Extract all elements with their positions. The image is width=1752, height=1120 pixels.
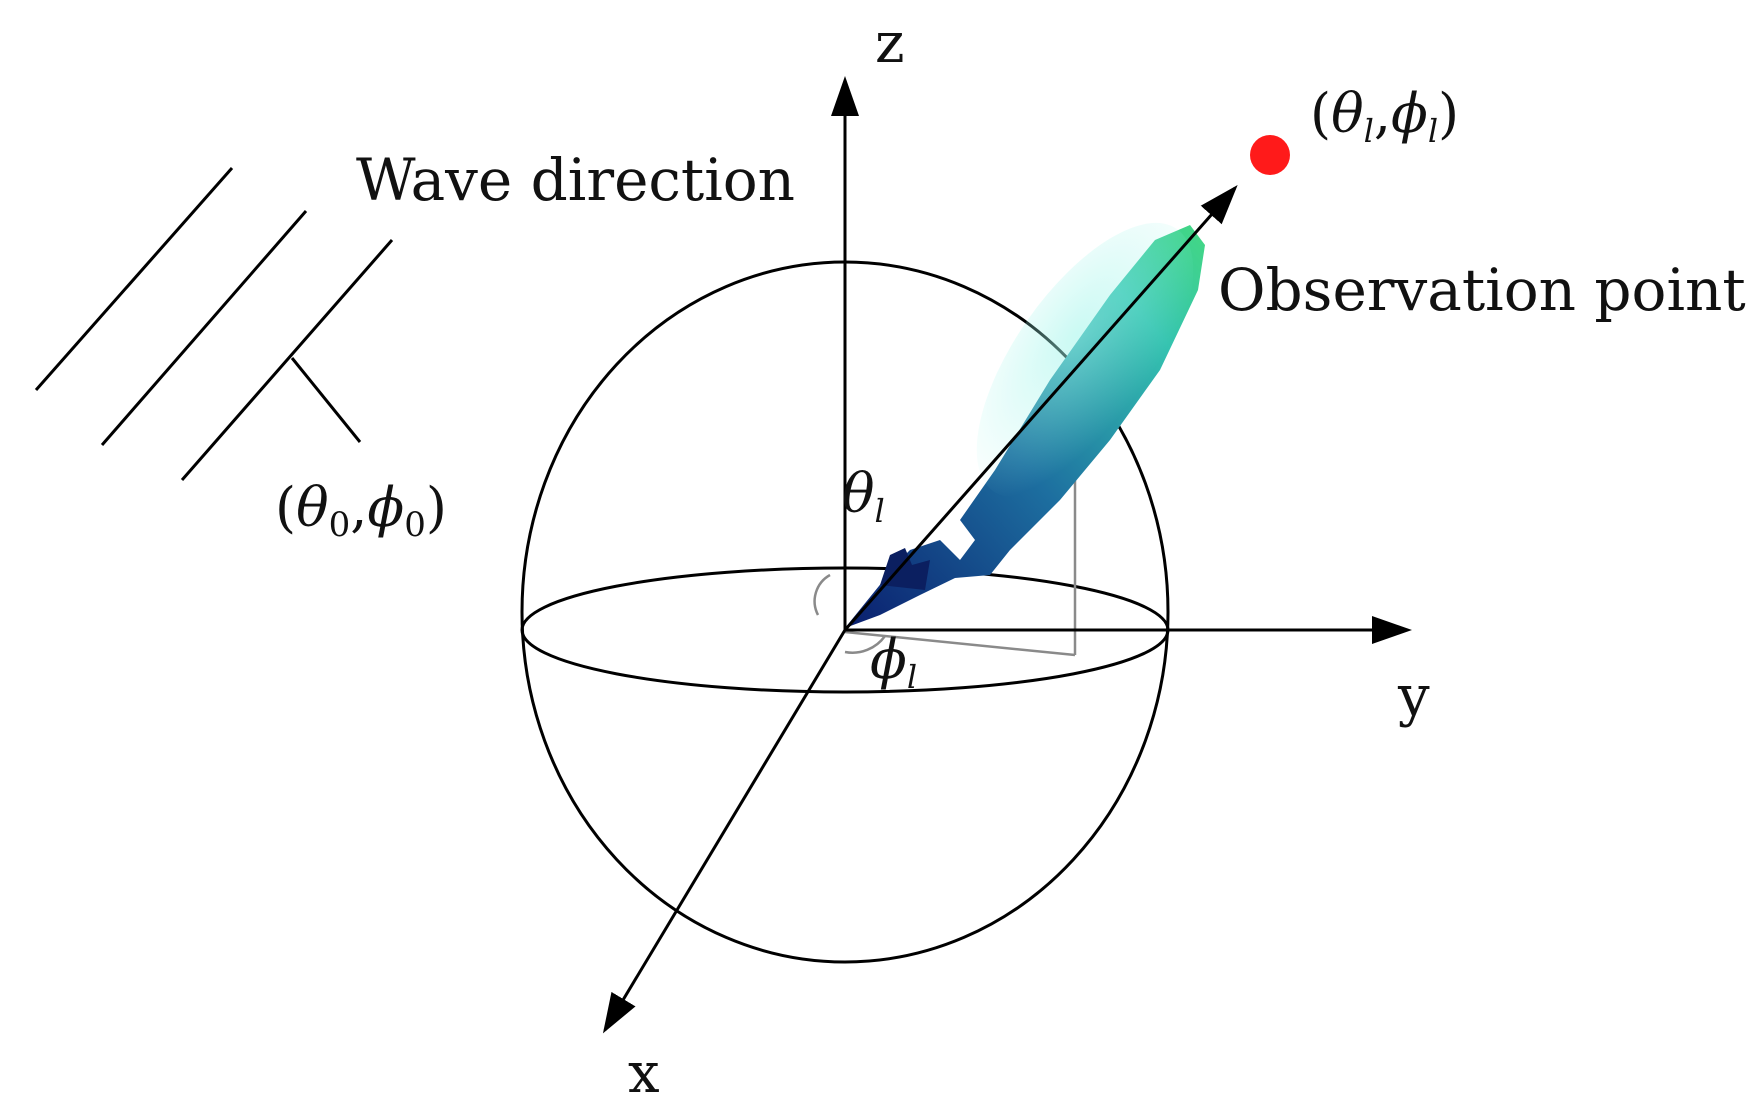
obs-phi-symbol: ϕ	[1391, 82, 1428, 145]
y-axis-label: y	[1397, 664, 1430, 729]
wave-front-line-2	[100, 210, 308, 446]
projection-horizontal	[844, 630, 1076, 657]
phi-arc	[844, 635, 887, 654]
x-axis-label: x	[628, 1041, 660, 1106]
obs-theta-symbol: θ	[1331, 82, 1364, 145]
wave-normal-line	[290, 357, 362, 443]
observation-angle-label: (θl,ϕl)	[1310, 82, 1459, 150]
z-axis-label: z	[875, 11, 905, 76]
phi-subscript: l	[907, 658, 917, 696]
wave-theta-symbol: θ	[296, 476, 329, 539]
side-lobes	[880, 548, 930, 590]
theta-arc	[813, 573, 831, 616]
phi-symbol: ϕ	[870, 628, 907, 691]
wave-fronts	[34, 167, 394, 481]
wave-front-line-1	[34, 167, 234, 391]
x-axis	[602, 629, 847, 1034]
wave-phi-subscript: 0	[404, 505, 426, 545]
obs-theta-subscript: l	[1364, 112, 1374, 150]
projection-lines	[813, 365, 1077, 657]
observation-direction-arrow	[843, 185, 1238, 631]
observation-point-label: Observation point	[1218, 256, 1746, 324]
theta-subscript: l	[875, 492, 885, 530]
obs-phi-subscript: l	[1428, 112, 1438, 150]
axes	[602, 76, 1412, 1034]
wave-theta-subscript: 0	[329, 505, 351, 545]
theta-symbol: θ	[842, 462, 875, 525]
theta-angle-label: θl	[842, 462, 885, 530]
wave-direction-label: Wave direction	[356, 146, 795, 214]
phi-angle-label: ϕl	[870, 628, 917, 696]
wave-phi-symbol: ϕ	[367, 476, 404, 539]
observation-point-marker	[1250, 135, 1290, 175]
wave-angle-label: (θ0,ϕ0)	[275, 476, 447, 545]
wave-front-line-3	[180, 239, 394, 481]
